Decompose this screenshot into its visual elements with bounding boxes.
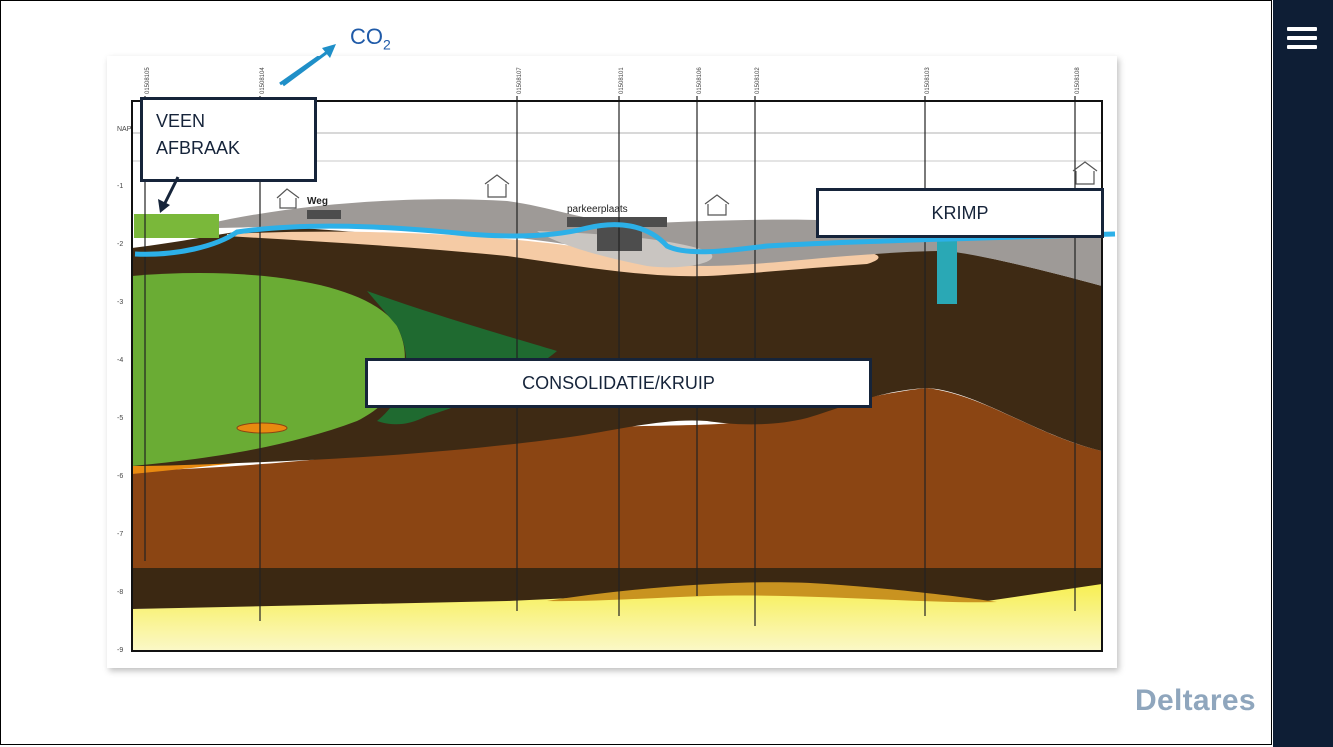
depth-tick: -8 (117, 589, 123, 596)
water-level-line (134, 222, 1116, 257)
sidebar (1273, 0, 1333, 747)
borehole-label: 01508107 (517, 67, 523, 94)
veen-arrow (158, 176, 180, 213)
co2-arrow (282, 44, 336, 87)
deltares-logo: Deltares (1135, 684, 1256, 717)
parking-strip (567, 217, 667, 227)
borehole-label: 01508108 (1075, 67, 1081, 94)
borehole-labels: 01508105 01508104 01508107 01508101 0150… (145, 67, 1081, 94)
veen-afbraak-box: VEEN AFBRAAK (140, 97, 317, 182)
veen-line1: VEEN (156, 111, 206, 131)
borehole-label: 01508106 (697, 67, 703, 94)
veen-line2: AFBRAAK (156, 138, 241, 158)
road-block (307, 210, 341, 219)
depth-tick: -2 (117, 241, 123, 248)
borehole-label: 01508103 (925, 67, 931, 94)
lower-peat-layer (132, 566, 1102, 609)
green-top-patch (134, 214, 219, 238)
depth-tick: -4 (117, 357, 123, 364)
depth-tick: -1 (117, 183, 123, 190)
parking-label: parkeerplaats (567, 204, 628, 215)
green-peat-layer (132, 273, 405, 466)
borehole-label: 01508104 (260, 67, 266, 94)
nap-label: NAP (117, 126, 132, 133)
sand-layer (132, 584, 1102, 651)
cross-section-svg: NAP -1 -2 -3 -4 -5 -6 -7 -8 -9 01508105 … (117, 56, 1116, 654)
borehole-label: 01508105 (145, 67, 151, 94)
orange-lens (236, 422, 288, 434)
teal-well (937, 236, 957, 304)
krimp-box: KRIMP (816, 188, 1104, 238)
depth-tick: -9 (117, 647, 123, 654)
house-icons (276, 161, 1098, 216)
depth-tick: -6 (117, 473, 123, 480)
gold-lens (547, 582, 997, 603)
depth-tick: -5 (117, 415, 123, 422)
borehole-label: 01508102 (755, 67, 761, 94)
consolidatie-box: CONSOLIDATIE/KRUIP (365, 358, 872, 408)
depth-tick: -7 (117, 531, 123, 538)
depth-tick: -3 (117, 299, 123, 306)
co2-label: CO2 (350, 24, 391, 53)
borehole-label: 01508101 (619, 67, 625, 94)
plot-frame (131, 100, 1103, 652)
clay-layer (132, 388, 1102, 568)
depth-ticks: -1 -2 -3 -4 -5 -6 -7 -8 -9 (117, 183, 123, 654)
road-label: Weg (307, 196, 328, 207)
hamburger-menu-icon[interactable] (1287, 27, 1317, 51)
